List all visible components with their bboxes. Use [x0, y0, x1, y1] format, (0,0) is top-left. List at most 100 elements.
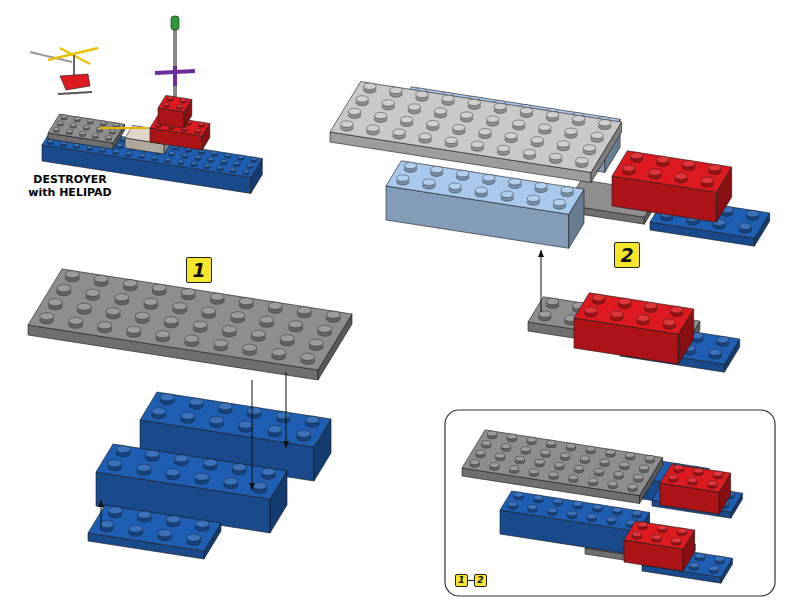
stud-top	[243, 170, 249, 173]
stud-top	[460, 112, 473, 118]
stud-top	[145, 450, 159, 457]
stud-top	[625, 452, 635, 457]
stud-top	[546, 298, 559, 304]
stud-top	[514, 492, 524, 497]
heli-body	[60, 74, 90, 90]
stud-top	[169, 151, 175, 154]
stud-top	[152, 156, 158, 159]
stud-top	[152, 284, 166, 291]
stud-top	[113, 123, 119, 126]
stud-top	[479, 129, 492, 135]
stud-top	[98, 322, 112, 329]
stud-top	[181, 289, 195, 296]
stud-top	[341, 121, 354, 127]
stud-top	[487, 431, 497, 436]
stud-top	[490, 463, 500, 468]
stud-top	[638, 522, 648, 527]
stud-top	[400, 116, 413, 122]
stud-top	[453, 124, 466, 130]
stud-top	[65, 271, 79, 278]
stud-top	[607, 517, 617, 522]
stud-top	[156, 331, 170, 338]
stud-top	[531, 137, 544, 143]
stud-top	[649, 169, 662, 175]
stud-top	[632, 510, 642, 515]
stud-top	[572, 115, 585, 121]
stud-top	[471, 141, 484, 147]
brick-top	[28, 269, 352, 370]
stud-top	[83, 125, 89, 128]
stud-top	[178, 160, 184, 163]
stud-top	[546, 440, 556, 445]
stud-top	[239, 298, 253, 305]
stud-top	[675, 173, 688, 179]
stud-top	[137, 464, 151, 471]
stud-top	[614, 472, 624, 477]
stud-top	[53, 127, 59, 130]
stud-top	[225, 153, 231, 156]
stud-top	[210, 417, 224, 424]
stud-top	[185, 335, 199, 342]
stud-top	[427, 120, 440, 126]
stud-top	[189, 398, 203, 405]
stud-top	[135, 312, 149, 319]
stud-top	[689, 563, 699, 568]
stud-top	[668, 475, 678, 480]
stud-top	[618, 298, 631, 304]
stud-top	[592, 294, 605, 300]
stud-top	[430, 166, 443, 172]
stud-top	[77, 303, 91, 310]
stud-top	[598, 120, 611, 126]
stud-top	[594, 468, 604, 473]
stud-top	[191, 162, 197, 165]
stud-top	[166, 469, 180, 476]
stud-top	[587, 514, 597, 519]
stud-top	[456, 170, 469, 176]
stud-top	[92, 134, 98, 137]
stud-top	[628, 484, 638, 489]
stud-top	[100, 121, 106, 124]
stud-top	[224, 478, 238, 485]
stud-top	[560, 453, 570, 458]
stud-top	[297, 307, 311, 314]
stud-top	[139, 154, 145, 157]
stud-top	[163, 102, 169, 105]
stud-top	[94, 275, 108, 282]
stud-top	[109, 129, 115, 132]
stud-top	[48, 299, 62, 306]
stud-top	[434, 108, 447, 114]
stud-top	[397, 175, 410, 181]
stud-top	[600, 459, 610, 464]
stud-top	[326, 311, 340, 318]
stud-top	[515, 456, 525, 461]
stud-top	[115, 294, 129, 301]
stud-top	[214, 340, 228, 347]
stud-top	[505, 133, 518, 139]
stud-top	[623, 165, 636, 171]
stud-top	[523, 149, 536, 155]
stud-top	[167, 96, 173, 99]
stud-top	[69, 317, 83, 324]
heli-skid	[58, 92, 92, 94]
stud-top	[272, 349, 286, 356]
stud-top	[137, 511, 151, 518]
stud-top	[127, 326, 141, 333]
stud-top	[61, 115, 67, 118]
stud-top	[105, 136, 111, 139]
stud-top	[656, 156, 669, 162]
stud-top	[57, 121, 63, 124]
stud-top	[535, 459, 545, 464]
stud-top	[218, 403, 232, 410]
stud-top	[546, 111, 559, 117]
step-number: 2	[614, 242, 640, 268]
stud-top	[709, 566, 719, 571]
stud-top	[509, 466, 519, 471]
stud-top	[243, 344, 257, 351]
stud-top	[66, 129, 72, 132]
stud-top	[611, 311, 624, 317]
stud-top	[152, 408, 166, 415]
stud-top	[497, 145, 510, 151]
stud-top	[709, 349, 722, 355]
stud-top	[553, 199, 566, 205]
stud-top	[547, 508, 557, 513]
